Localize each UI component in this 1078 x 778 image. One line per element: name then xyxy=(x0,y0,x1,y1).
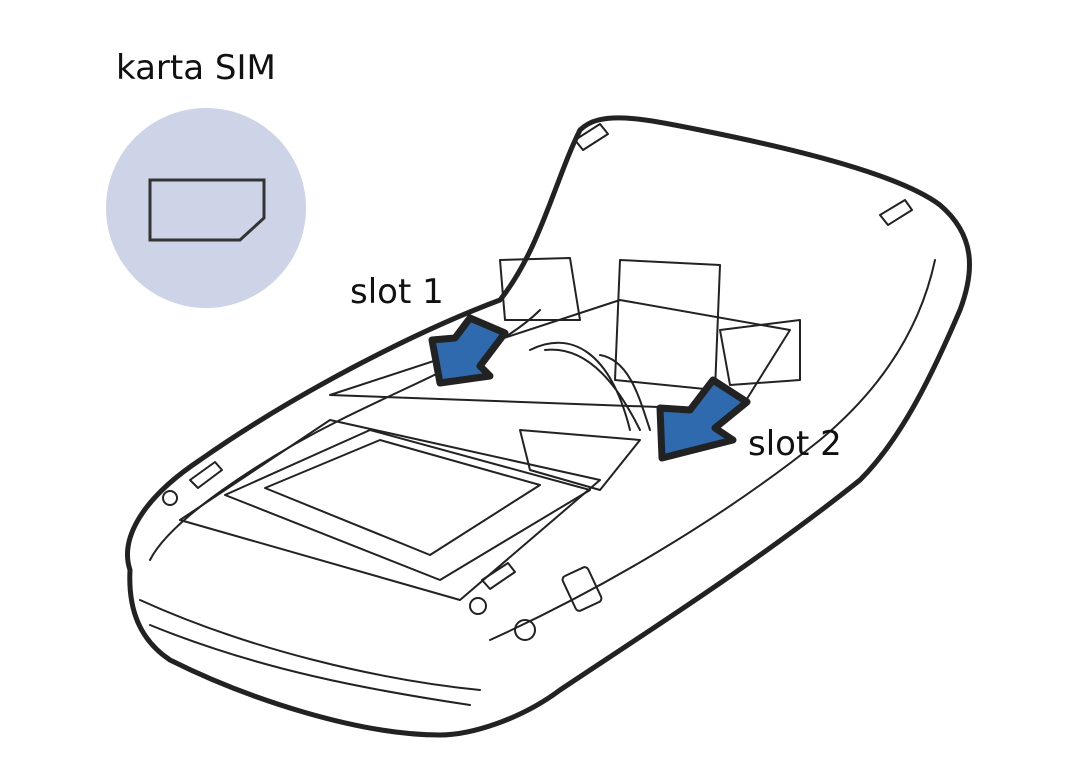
sim-card-icon xyxy=(148,178,266,242)
sim-card-label: karta SIM xyxy=(116,48,276,88)
slot1-label: slot 1 xyxy=(350,272,444,312)
arrow-down-left-icon xyxy=(428,314,509,387)
sim-circle xyxy=(106,108,306,308)
slot2-label: slot 2 xyxy=(748,424,842,464)
arrow-down-left-icon xyxy=(656,376,751,462)
